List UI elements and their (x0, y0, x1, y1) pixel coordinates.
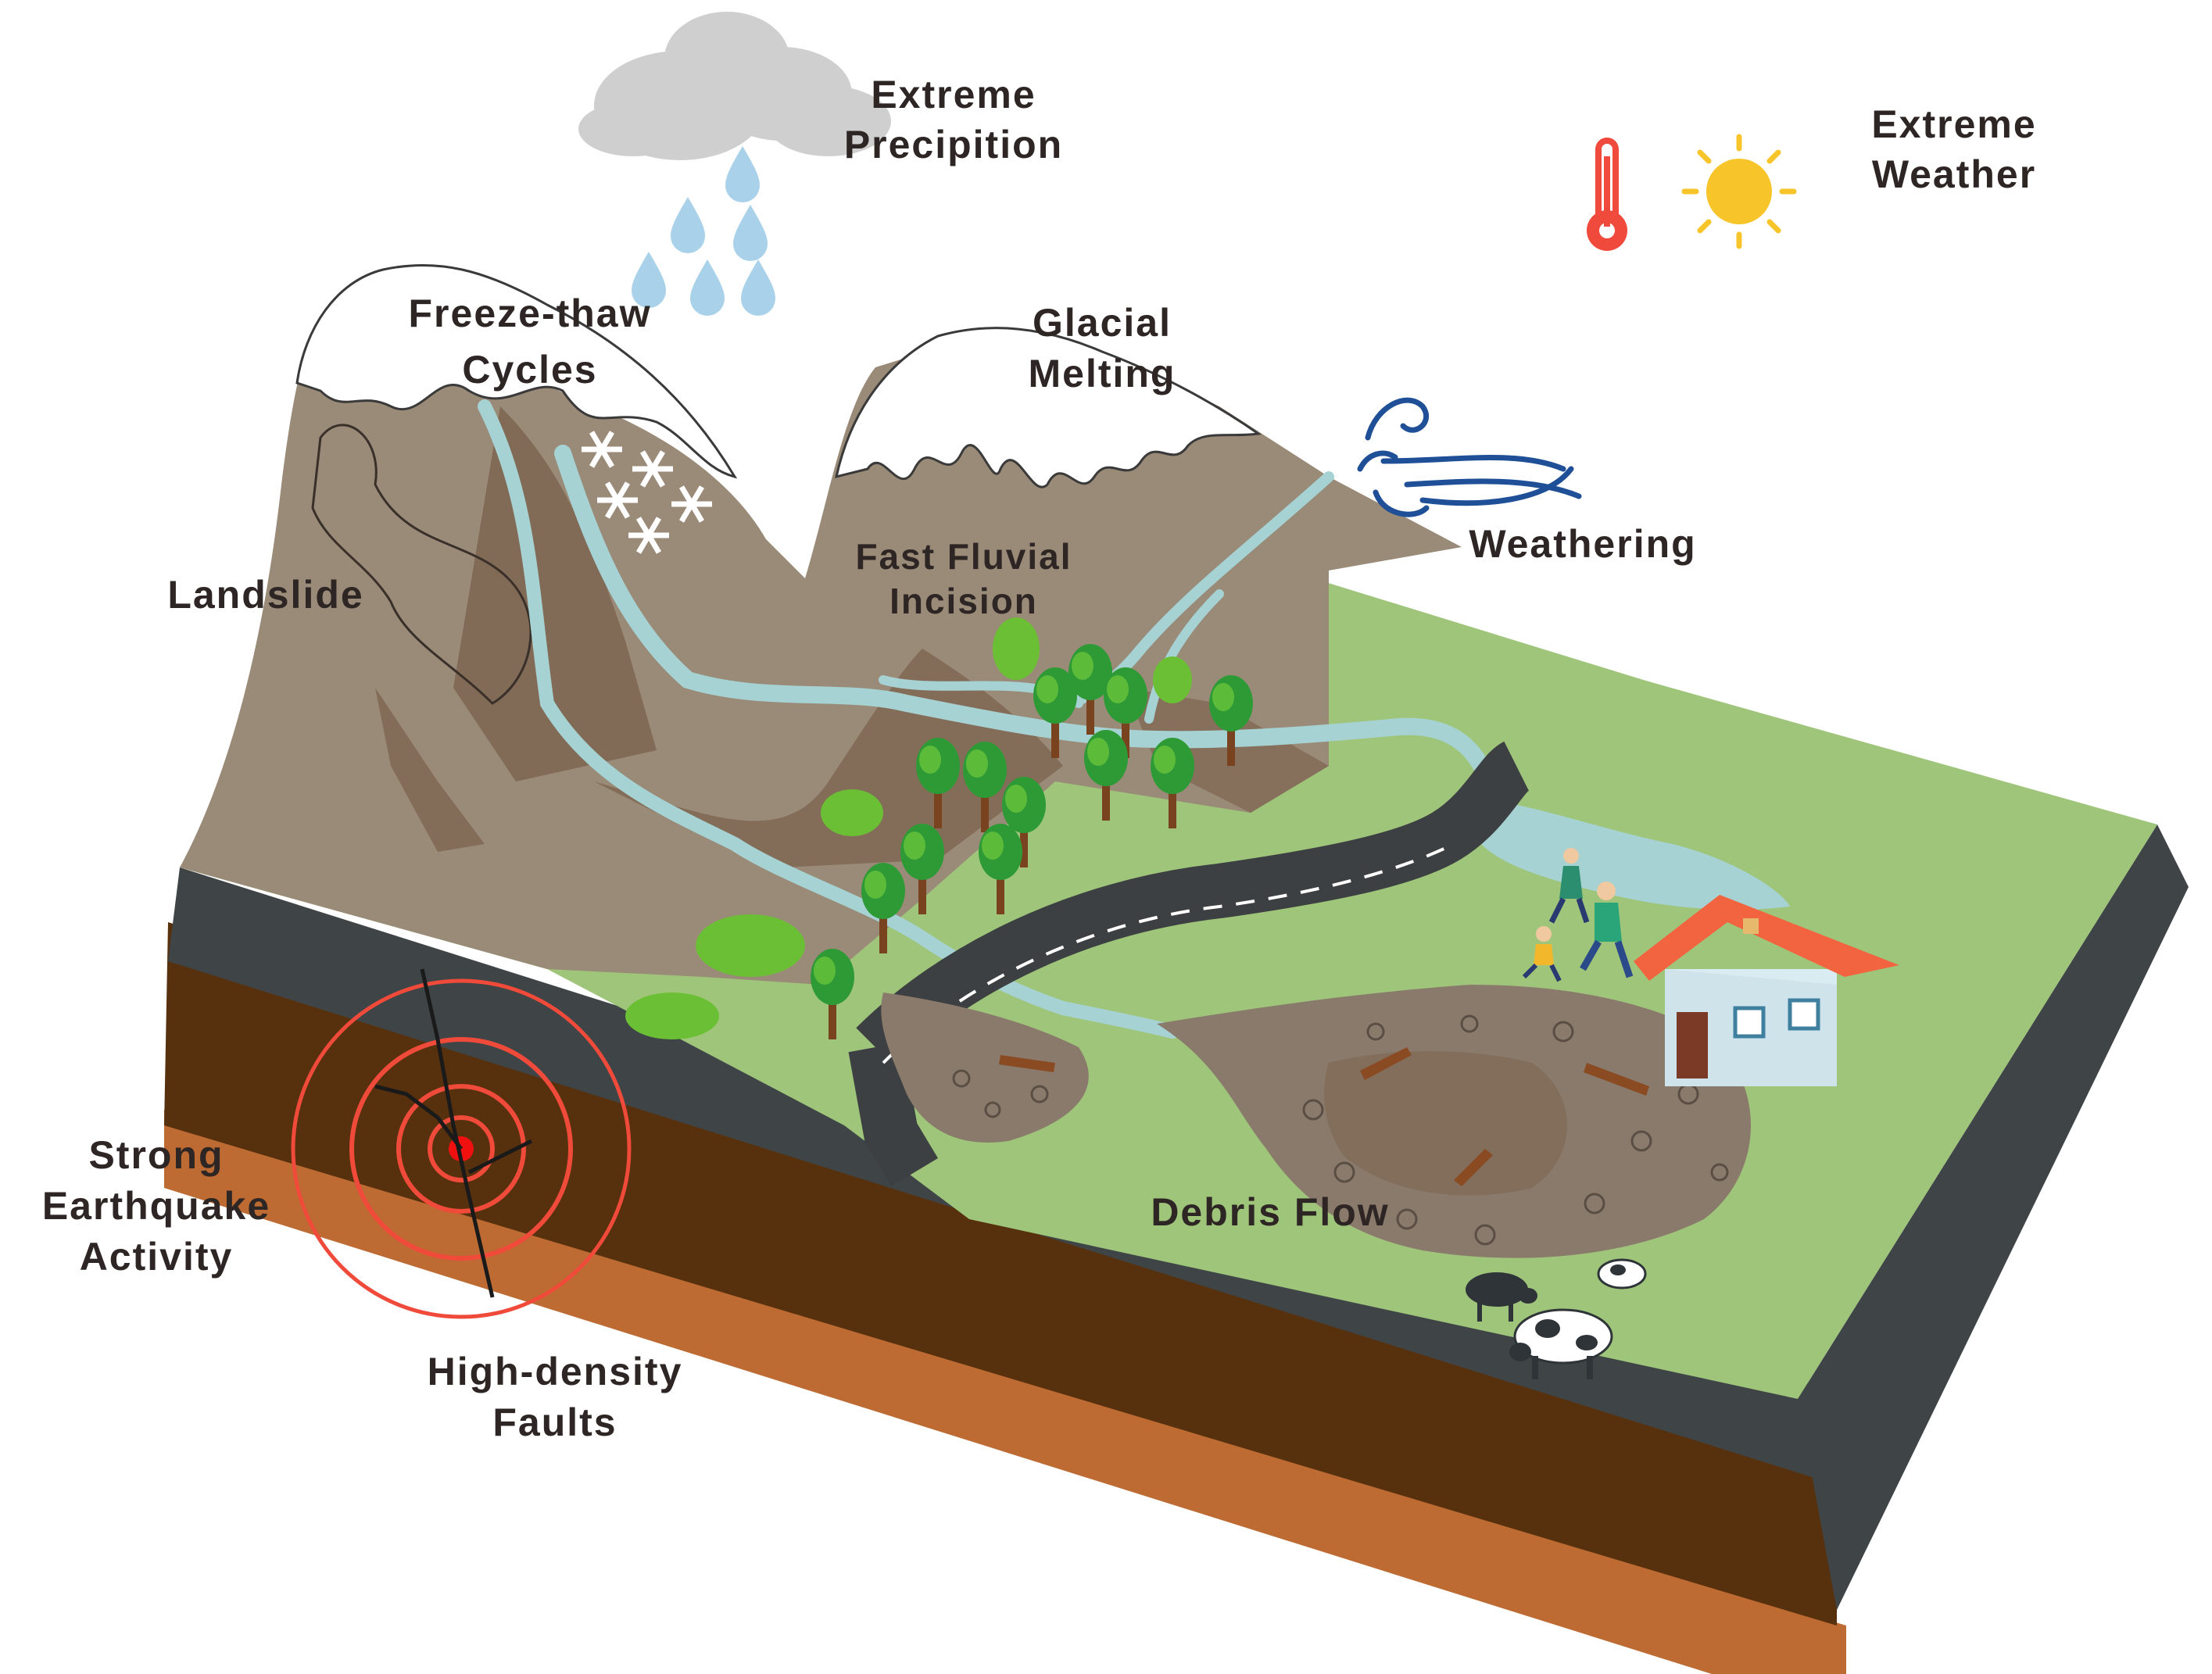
lake (1454, 797, 1790, 910)
snow-cap-left (295, 263, 738, 479)
label-high-density-faults-line2: Faults (492, 1400, 617, 1444)
label-extreme-precipitation: Extreme Precipition (844, 73, 1063, 166)
fallen-tree-icon (999, 1047, 1649, 1186)
label-extreme-weather-line1: Extreme (1871, 102, 2036, 146)
person-icon (1522, 848, 1634, 982)
debris-fan-small (881, 993, 1089, 1143)
label-freeze-thaw-line1: Freeze-thaw (409, 292, 652, 335)
debris-flow-area (881, 985, 1751, 1258)
label-landslide: Landslide (167, 573, 363, 617)
label-strong-earthquake: Strong Earthquake Activity (42, 1133, 270, 1279)
label-strong-earthquake-line3: Activity (80, 1235, 234, 1279)
label-fast-fluvial-incision: Fast Fluvial Incision (855, 536, 1072, 621)
soil-layer-brown (164, 922, 1837, 1626)
label-strong-earthquake-line2: Earthquake (42, 1184, 270, 1228)
sun-icon (1681, 134, 1797, 249)
label-glacial-melting-line2: Melting (1029, 352, 1176, 395)
label-glacial-melting-line1: Glacial (1033, 301, 1172, 345)
raindrop-icon (632, 146, 775, 316)
label-strong-earthquake-line1: Strong (88, 1133, 224, 1177)
snow-cap-right (835, 327, 1262, 488)
fault-lines (374, 968, 533, 1298)
label-fast-fluvial-incision-line2: Incision (889, 581, 1038, 621)
label-weathering: Weathering (1469, 522, 1696, 566)
label-high-density-faults: High-density Faults (428, 1350, 683, 1444)
label-extreme-precipitation-line2: Precipition (844, 123, 1063, 166)
wind-icon (1357, 397, 1582, 517)
block-right-face (1798, 824, 2189, 1610)
label-extreme-precipitation-line1: Extreme (871, 73, 1036, 116)
label-extreme-weather-line2: Weather (1872, 152, 2036, 196)
road (848, 741, 1532, 1187)
cloud-icon (578, 12, 891, 160)
label-fast-fluvial-incision-line1: Fast Fluvial (855, 536, 1072, 577)
label-freeze-thaw: Freeze-thaw Cycles (409, 292, 652, 392)
river-main (478, 399, 1179, 1039)
shrubs (625, 617, 1192, 1039)
label-high-density-faults-line1: High-density (428, 1350, 683, 1393)
label-glacial-melting: Glacial Melting (1029, 301, 1176, 395)
label-extreme-weather: Extreme Weather (1871, 102, 2036, 196)
cow-icon (1466, 1258, 1647, 1379)
label-freeze-thaw-line2: Cycles (462, 348, 597, 392)
earthquake-rings (291, 978, 632, 1319)
house-icon (1634, 895, 1899, 1086)
landslide-scar (311, 424, 532, 705)
thermometer-icon (1587, 138, 1627, 251)
label-debris-flow: Debris Flow (1151, 1190, 1389, 1234)
